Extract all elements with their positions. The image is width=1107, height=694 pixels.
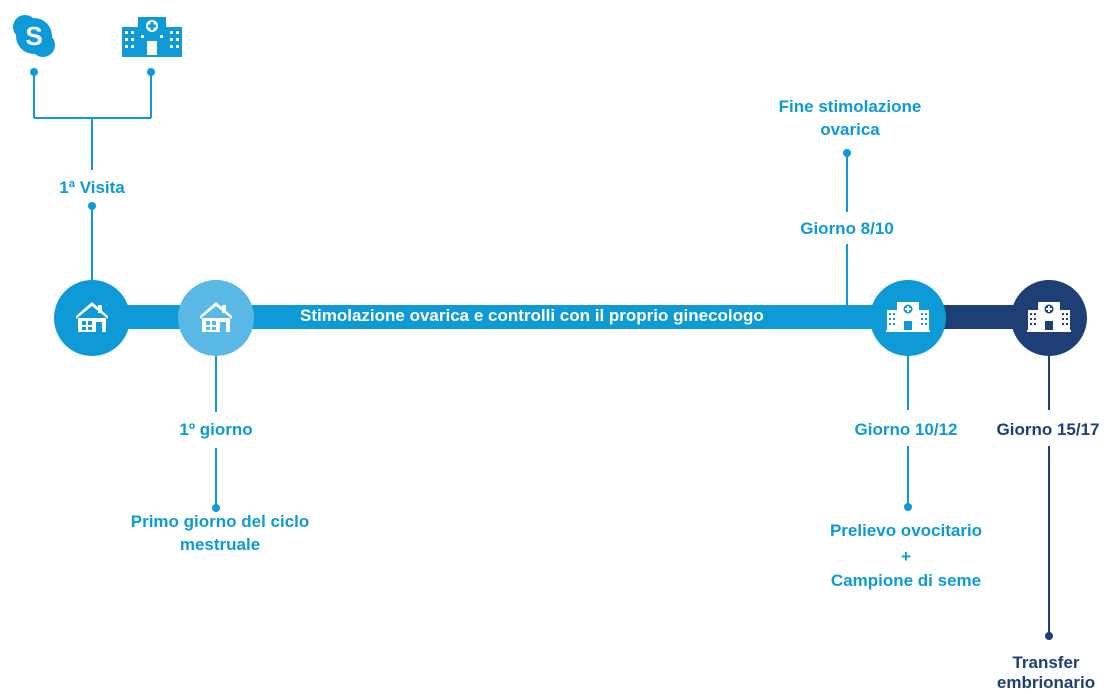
band-label: Stimolazione ovarica e controlli con il …: [300, 306, 764, 325]
clinic-milestone-retrieval: [870, 280, 946, 356]
house-icon: [200, 302, 232, 332]
label-stim-end-line2: ovarica: [820, 120, 880, 139]
label-day-8-10: Giorno 8/10: [800, 219, 894, 238]
hospital-icon: [886, 302, 930, 332]
label-retrieval-plus: +: [901, 547, 911, 566]
label-day-one-desc-line1: Primo giorno del ciclo: [130, 512, 310, 531]
label-first-visit: 1ª Visita: [59, 178, 125, 197]
label-transfer-line2: embrionario: [996, 673, 1096, 692]
label-day-one-desc-line2: mestruale: [179, 535, 261, 554]
svg-text:S: S: [25, 21, 42, 51]
hospital-icon: [1027, 302, 1071, 332]
skype-icon: S: [12, 14, 56, 58]
label-day-one: 1º giorno: [179, 420, 253, 439]
label-retrieval-line1: Prelievo ovocitario: [829, 521, 983, 540]
label-transfer-line1: Transfer: [1012, 653, 1080, 672]
label-day-10-12: Giorno 10/12: [854, 420, 958, 439]
hospital-icon: [122, 15, 182, 57]
label-retrieval-line2: Campione di seme: [830, 571, 982, 590]
house-icon: [76, 302, 108, 332]
home-milestone-first-visit: [54, 280, 130, 356]
home-milestone-day-one: [178, 280, 254, 356]
label-stim-end-line1: Fine stimolazione: [778, 97, 922, 116]
clinic-milestone-transfer: [1011, 280, 1087, 356]
label-day-15-17: Giorno 15/17: [996, 420, 1100, 439]
